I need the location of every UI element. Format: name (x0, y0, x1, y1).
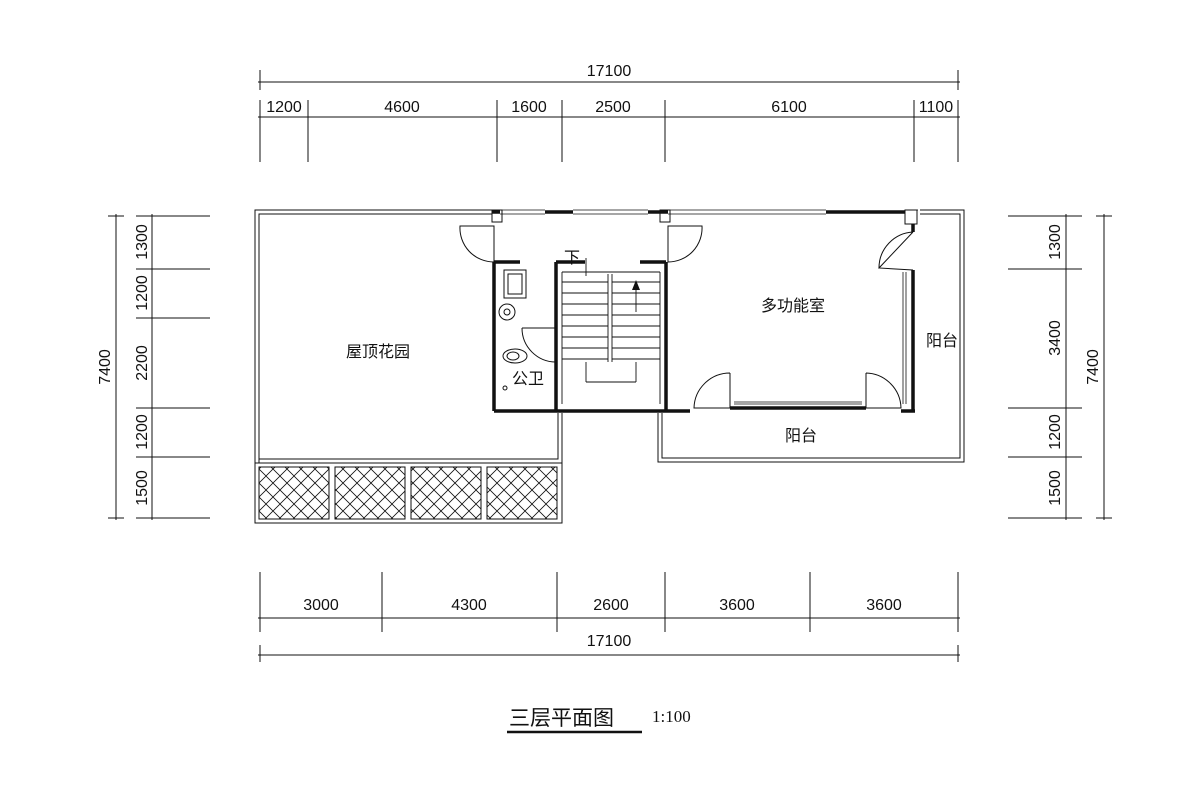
doors (459, 225, 914, 409)
room-label-multi-function: 多功能室 (761, 296, 825, 315)
bottom-total-dim: 17100 (587, 633, 632, 650)
drawing-scale: 1:100 (652, 707, 691, 726)
bottom-dim-4: 3600 (719, 597, 755, 614)
left-dim-2: 1200 (134, 275, 151, 311)
planter-box-4 (486, 466, 558, 520)
room-label-balcony-bottom: 阳台 (785, 426, 817, 445)
left-total-dim: 7400 (97, 349, 114, 385)
left-dim-3: 2200 (134, 345, 151, 381)
bottom-dimension-chain: 3000 4300 2600 3600 3600 17100 (258, 572, 960, 662)
roof-garden-area (254, 209, 563, 464)
top-dim-1: 1200 (266, 99, 302, 116)
stair-arrow-icon (632, 280, 640, 290)
left-dim-4: 1200 (134, 414, 151, 450)
drawing-title: 三层平面图 (509, 706, 614, 730)
top-dimension-chain: 17100 1200 4600 1600 2500 6100 1100 (258, 63, 960, 162)
building-walls (491, 209, 918, 413)
bottom-dim-5: 3600 (866, 597, 902, 614)
planter-box-2 (334, 466, 406, 520)
right-dim-3: 1200 (1047, 414, 1064, 450)
right-dim-1: 1300 (1047, 224, 1064, 260)
balcony-parapet (657, 209, 965, 463)
right-dimension-chain: 1300 3400 1200 1500 7400 (1008, 214, 1112, 520)
bottom-dim-1: 3000 (303, 597, 339, 614)
room-label-roof-garden: 屋顶花园 (346, 342, 410, 361)
top-dim-6: 1100 (919, 99, 954, 116)
toilet-fixtures (498, 269, 528, 391)
right-dim-2: 3400 (1047, 320, 1064, 356)
top-dim-3: 1600 (511, 99, 547, 116)
top-dim-2: 4600 (384, 99, 420, 116)
right-dim-4: 1500 (1047, 470, 1064, 506)
left-dim-1: 1300 (134, 224, 151, 260)
planter-boxes (254, 462, 563, 524)
top-total-dim: 17100 (587, 63, 632, 80)
room-label-balcony-right: 阳台 (926, 331, 958, 350)
stair-down-label: 下 (564, 248, 580, 267)
planter-box-1 (258, 466, 330, 520)
bottom-dim-3: 2600 (593, 597, 629, 614)
left-dim-5: 1500 (134, 470, 151, 506)
planter-box-3 (410, 466, 482, 520)
right-total-dim: 7400 (1085, 349, 1102, 385)
left-dimension-chain: 7400 1300 1200 2200 1200 1500 (97, 214, 210, 520)
bottom-dim-2: 4300 (451, 597, 487, 614)
staircase (561, 258, 661, 404)
room-label-public-toilet: 公卫 (512, 369, 544, 388)
top-dim-4: 2500 (595, 99, 631, 116)
top-dim-5: 6100 (771, 99, 807, 116)
